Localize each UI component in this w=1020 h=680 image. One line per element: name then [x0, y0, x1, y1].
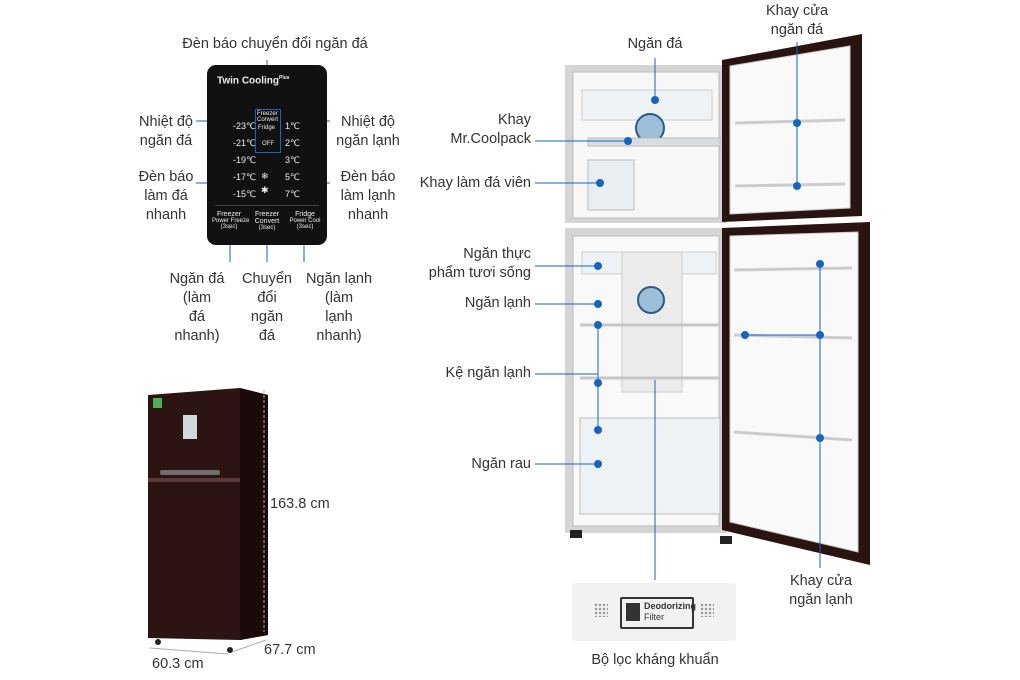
btn-fridge-label: Fridge — [295, 211, 315, 218]
brand-cooling: Cooling — [241, 75, 280, 87]
filter-vent-right — [700, 603, 714, 617]
mode-fridge: Fridge — [258, 125, 276, 131]
dim-width: 60.3 cm — [152, 656, 204, 672]
filter-icon — [626, 603, 640, 621]
dim-depth: 67.7 cm — [264, 642, 316, 658]
label-freezer-temp: Nhiệt độ ngăn đá — [138, 114, 193, 149]
btn-convert-label2: Convert — [254, 218, 280, 225]
label-coolpack-tray: Khay Mr.Coolpack — [450, 112, 531, 147]
fridge-interior — [565, 34, 870, 565]
dimension-lines — [149, 390, 267, 655]
filter-vent-left — [594, 603, 608, 617]
label-fridge-door-tray: Khay cửa ngăn lạnh — [789, 573, 853, 608]
fridge-temp-1: 1℃ — [285, 121, 301, 131]
freezer-temp-3: -19℃ — [233, 155, 257, 165]
filter-badge: Deodorizing Filter — [620, 597, 696, 629]
label-vegetable: Ngăn rau — [471, 456, 531, 472]
fridge-temp-5: 7℃ — [285, 189, 301, 199]
freezer-temp-4: -17℃ — [233, 172, 257, 182]
label-convert-light: Đèn báo chuyển đổi ngăn đá — [182, 36, 368, 52]
brand-twin: Twin — [217, 75, 240, 87]
fridge-exterior — [148, 388, 268, 653]
panel-divider — [215, 205, 319, 206]
btn-fridge-sub: Power Cool — [289, 218, 321, 224]
label-ice-tray: Khay làm đá viên — [419, 175, 531, 191]
label-fridge-shelf: Kệ ngăn lạnh — [445, 365, 531, 381]
dim-height: 163.8 cm — [270, 496, 330, 512]
label-fast-freeze-light: Đèn báo làm đá nhanh — [138, 169, 194, 223]
fridge-temp-4: 5℃ — [285, 172, 301, 182]
mode-freezer-convert: Freezer Convert — [257, 111, 279, 123]
btn-fridge[interactable]: Fridge Power Cool (3sec) — [288, 211, 322, 230]
btn-fridge-time: (3sec) — [296, 224, 314, 230]
label-freezer-door-tray: Khay cửa ngăn đá — [765, 3, 829, 38]
filter-text-2: Filter — [644, 612, 664, 622]
filter-text-1: Deodorizing — [644, 601, 696, 611]
control-panel: Twin CoolingPlus -23℃ -21℃ -19℃ -17℃ -15… — [207, 65, 327, 245]
label-btn-fridge: Ngăn lạnh (làm lạnh nhanh) — [305, 271, 373, 344]
brand-plus: Plus — [279, 75, 290, 81]
leader-dots — [594, 96, 824, 468]
fridge-temp-3: 3℃ — [285, 155, 301, 165]
label-fridge: Ngăn lạnh — [464, 295, 531, 311]
panel-brand: Twin CoolingPlus — [217, 75, 290, 86]
label-btn-convert: Chuyển đổi ngăn đá — [242, 271, 292, 344]
btn-freezer-time: (3sec) — [220, 224, 238, 230]
btn-convert-time: (3sec) — [258, 225, 276, 231]
btn-freezer[interactable]: Freezer Power Freeze (3sec) — [212, 211, 250, 230]
btn-convert-label: Freezer — [254, 211, 280, 218]
label-freezer: Ngăn đá — [627, 36, 683, 52]
btn-convert[interactable]: Freezer Convert (3sec) — [250, 211, 284, 231]
freezer-temp-2: -21℃ — [233, 138, 257, 148]
fast-freeze-icon: ❄ — [261, 171, 269, 181]
label-btn-freezer: Ngăn đá (làm đá nhanh) — [169, 271, 225, 344]
freezer-temp-1: -23℃ — [233, 121, 257, 131]
label-fast-cool-light: Đèn báo làm lạnh nhanh — [340, 169, 396, 223]
freezer-temp-5: -15℃ — [233, 189, 257, 199]
fast-cool-icon: ✱ — [261, 185, 269, 195]
convert-indicator-box — [255, 109, 281, 153]
fridge-temp-2: 2℃ — [285, 138, 301, 148]
label-fridge-temp: Nhiệt độ ngăn lạnh — [336, 114, 400, 149]
label-filter-caption: Bộ lọc kháng khuẩn — [591, 652, 719, 668]
btn-freezer-sub: Power Freeze — [212, 218, 250, 224]
deodorizing-filter: Deodorizing Filter — [572, 583, 736, 641]
btn-freezer-label: Freezer — [216, 211, 242, 218]
label-fresh-food: Ngăn thực phẩm tươi sống — [428, 246, 531, 281]
mode-off: OFF — [262, 141, 274, 147]
